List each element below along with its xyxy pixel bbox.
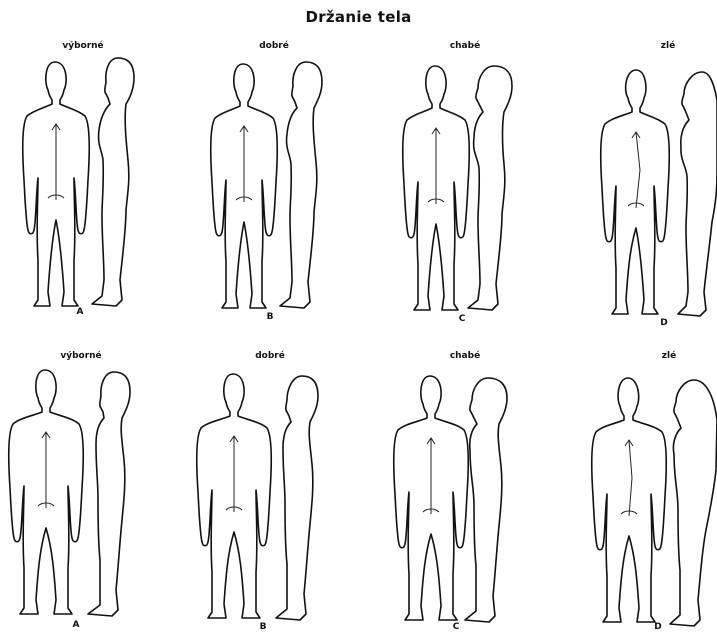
back-view-figure [601,70,669,314]
caption-row1-panel-d: zlé [661,41,675,51]
back-view-figure [9,370,83,614]
panel-d-row2 [592,378,717,626]
caption-row2-panel-d: zlé [662,351,676,361]
side-view-figure [276,376,318,620]
panel-c-row1 [403,66,512,310]
side-view-figure [88,372,130,616]
letter-row1-panel-a: A [77,307,84,317]
side-view-figure [280,62,322,308]
panel-a-row1 [23,58,134,306]
back-view-figure [403,66,469,310]
letter-row1-panel-c: C [459,314,466,324]
letter-row1-panel-b: B [267,312,274,322]
letter-row2-panel-c: C [453,622,460,632]
back-view-figure [592,378,666,622]
caption-row1-panel-a: výborné [62,41,103,51]
panel-c-row2 [394,376,507,622]
letter-row1-panel-d: D [660,318,667,328]
side-view-figure [465,378,507,622]
caption-row1-panel-c: chabé [450,41,480,51]
panel-a-row2 [9,370,130,616]
caption-row2-panel-c: chabé [450,351,480,361]
side-view-figure [468,66,512,310]
side-view-figure [678,72,717,316]
back-view-figure [211,64,277,308]
panel-d-row1 [601,70,717,316]
back-view-figure [394,376,468,620]
side-view-figure [670,380,717,626]
letter-row2-panel-d: D [654,622,661,632]
side-view-figure [92,58,134,306]
back-view-figure [23,62,89,306]
panel-b-row1 [211,62,322,308]
letter-row2-panel-a: A [73,620,80,630]
letter-row2-panel-b: B [260,622,267,632]
caption-row1-panel-b: dobré [259,41,289,51]
caption-row2-panel-b: dobré [255,351,285,361]
back-view-figure [197,374,271,618]
caption-row2-panel-a: výborné [60,351,101,361]
panel-b-row2 [197,374,318,620]
